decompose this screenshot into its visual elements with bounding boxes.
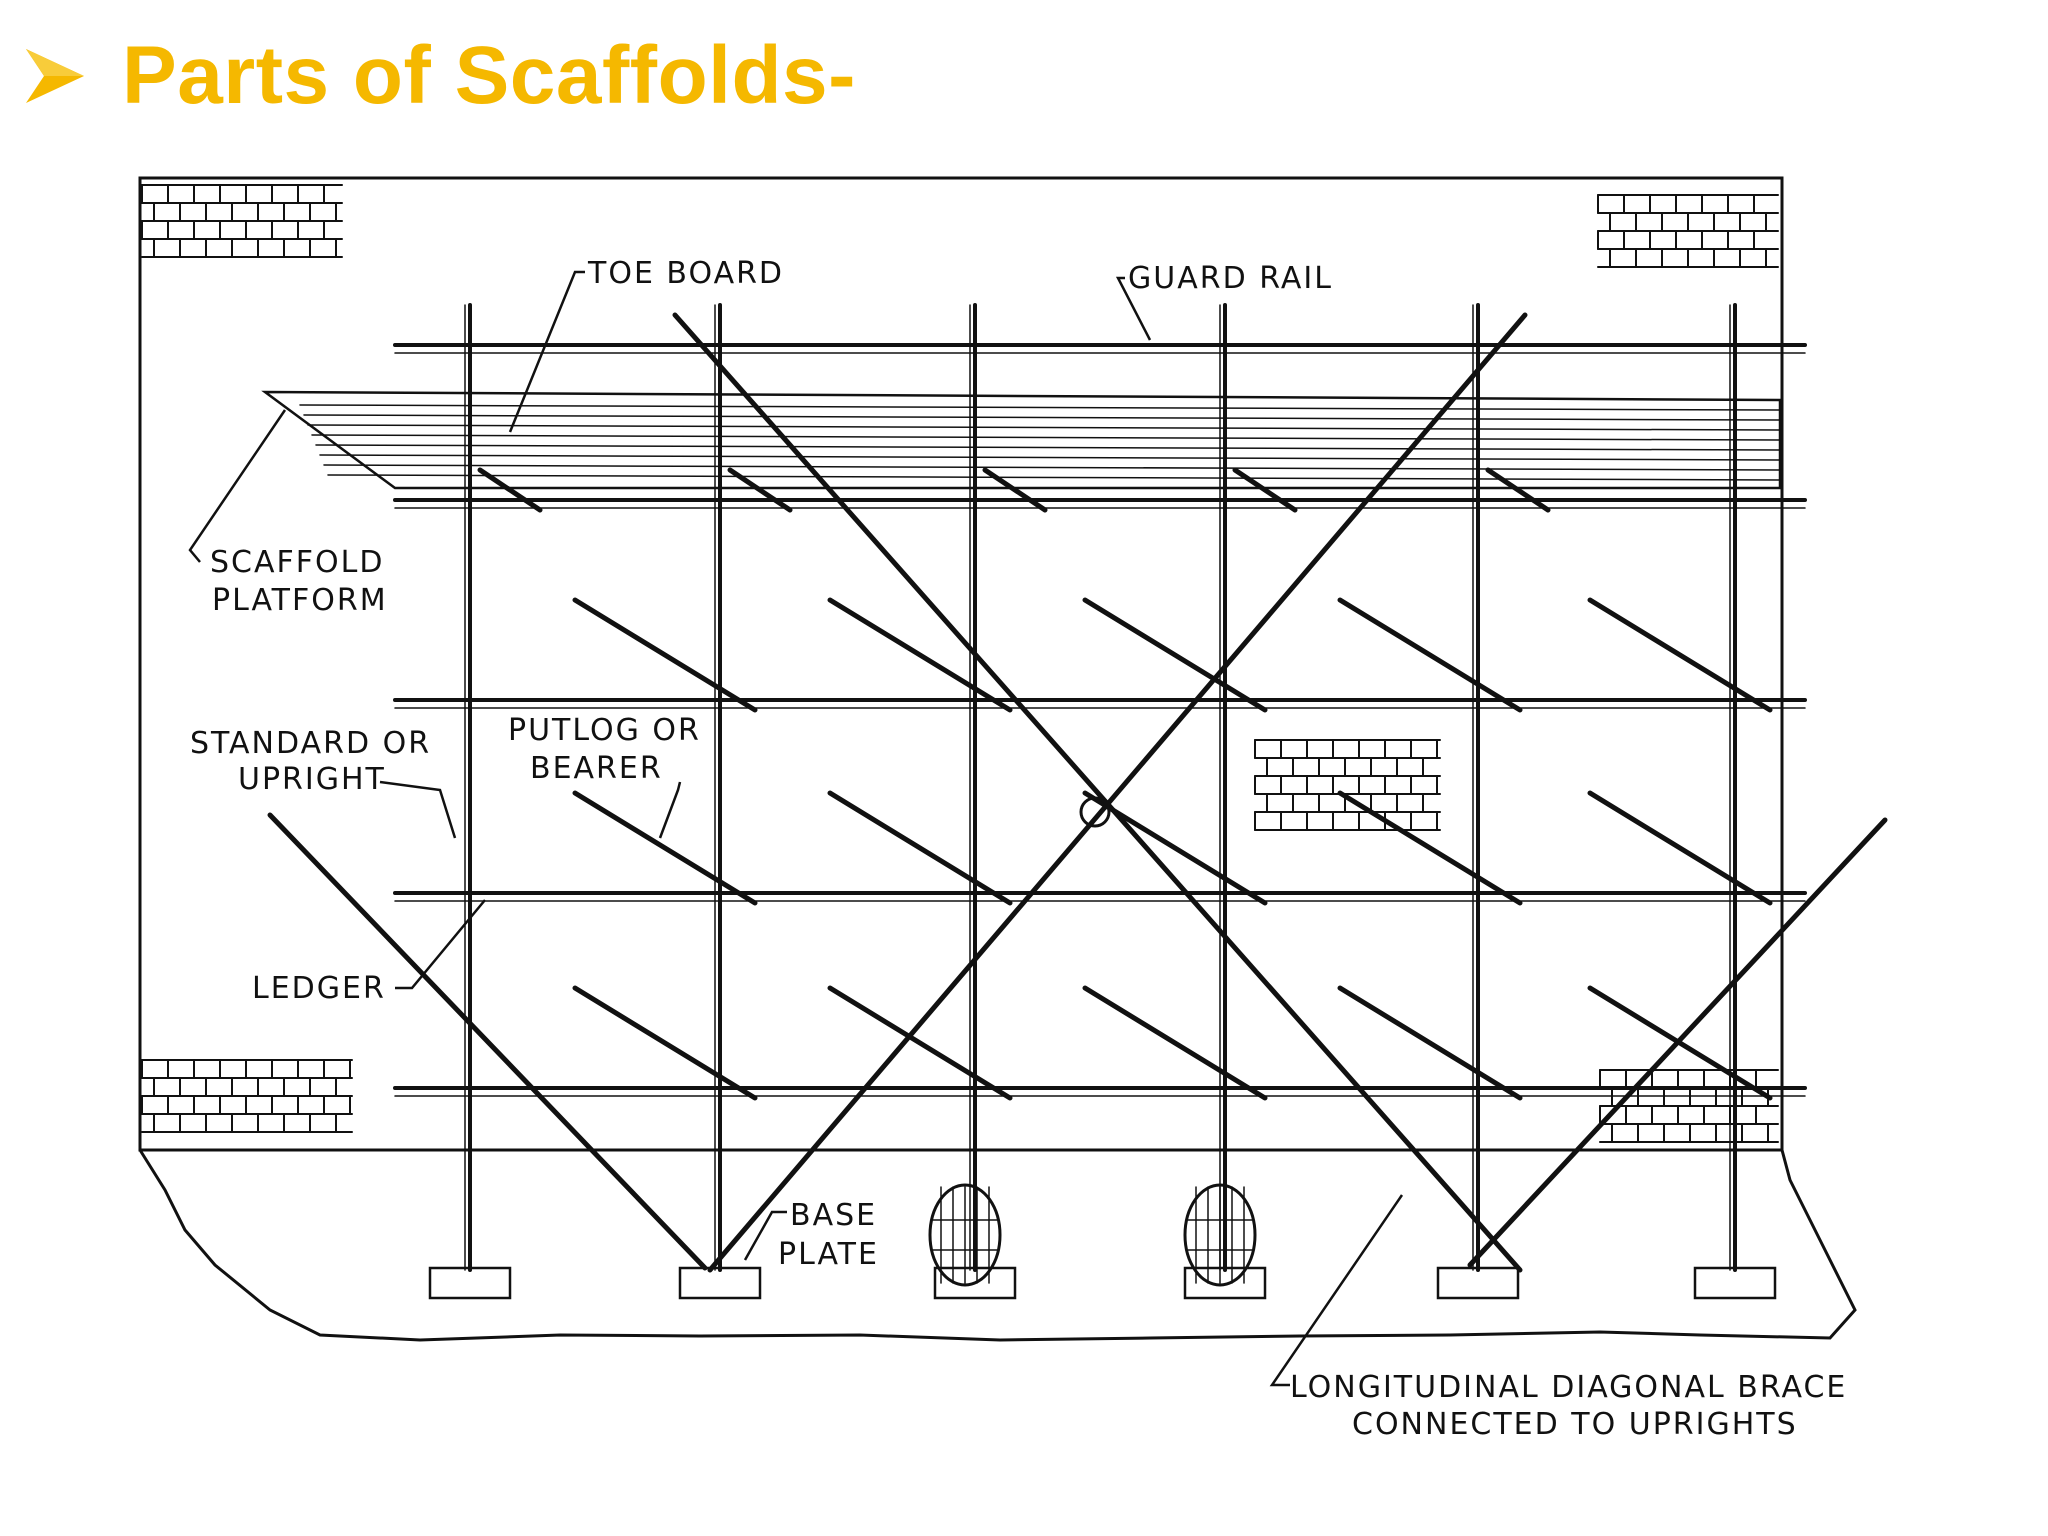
hanging-basket bbox=[928, 1183, 1002, 1287]
leader-lines bbox=[188, 270, 1404, 1387]
putlog-bearer bbox=[827, 597, 1013, 713]
putlog-bearer bbox=[1082, 985, 1268, 1101]
brick-patch-top-left bbox=[141, 184, 343, 258]
putlog-bearer bbox=[1337, 985, 1523, 1101]
base-plate bbox=[428, 1266, 512, 1300]
putlog-bearer bbox=[1587, 790, 1773, 906]
label-standard-line2: UPRIGHT bbox=[238, 762, 386, 797]
putlog-bearer-top bbox=[1485, 467, 1551, 513]
platform-plank bbox=[323, 464, 1781, 471]
putlog-bearer bbox=[827, 790, 1013, 906]
putlog-bearer bbox=[572, 985, 758, 1101]
base-plate bbox=[933, 1266, 1017, 1300]
putlog-bearer bbox=[1587, 597, 1773, 713]
brace-coupler bbox=[1079, 796, 1111, 828]
putlog-bearer-top bbox=[982, 467, 1048, 513]
platform-plank bbox=[307, 424, 1781, 431]
wall-outline bbox=[138, 176, 1784, 1152]
base-plate bbox=[1183, 1266, 1267, 1300]
slide-title-text: Parts of Scaffolds- bbox=[122, 30, 856, 121]
diagonal-brace-left bbox=[267, 812, 708, 1271]
putlog-bearer bbox=[1337, 790, 1523, 906]
label-putlog-line1: PUTLOG OR bbox=[508, 713, 701, 748]
scaffold-platform bbox=[261, 390, 1782, 490]
brick-patch-bottom-left bbox=[141, 1059, 353, 1133]
brick-patch-middle bbox=[1254, 739, 1441, 831]
platform-plank bbox=[327, 474, 1781, 481]
label-ledger: LEDGER bbox=[252, 971, 386, 1006]
label-putlog-line2: BEARER bbox=[530, 751, 663, 786]
putlog-bearer bbox=[572, 790, 758, 906]
label-standard-line1: STANDARD OR bbox=[190, 726, 431, 761]
platform-plank bbox=[303, 414, 1781, 421]
putlog-bearer-top bbox=[1232, 467, 1298, 513]
longitudinal-diagonal-brace bbox=[707, 312, 1528, 1273]
putlog-bearer bbox=[1082, 597, 1268, 713]
arrow-bullet-icon bbox=[26, 49, 84, 103]
label-base-plate-line2: PLATE bbox=[778, 1237, 879, 1272]
ground-line bbox=[138, 1148, 1857, 1342]
putlog-bearer bbox=[572, 597, 758, 713]
putlog-bearer bbox=[827, 985, 1013, 1101]
slide-title: Parts of Scaffolds- bbox=[22, 26, 856, 126]
putlog-bearer-top bbox=[727, 467, 793, 513]
base-plate bbox=[1693, 1266, 1777, 1300]
label-toe-board: TOE BOARD bbox=[587, 256, 784, 291]
label-base-plate-line1: BASE bbox=[790, 1198, 877, 1233]
diagonal-brace-right bbox=[1467, 817, 1888, 1268]
longitudinal-diagonal-brace bbox=[672, 312, 1523, 1273]
platform-plank bbox=[299, 404, 1781, 411]
label-longitudinal-brace-line2: CONNECTED TO UPRIGHTS bbox=[1352, 1407, 1798, 1442]
diagram-labels: TOE BOARD GUARD RAIL SCAFFOLD PLATFORM S… bbox=[190, 256, 1847, 1442]
label-scaffold-platform-line1: SCAFFOLD bbox=[210, 545, 384, 580]
label-guard-rail: GUARD RAIL bbox=[1128, 261, 1333, 296]
platform-plank bbox=[315, 444, 1781, 451]
putlog-bearer-top bbox=[477, 467, 543, 513]
platform-plank bbox=[311, 434, 1781, 441]
hanging-basket bbox=[1183, 1183, 1257, 1287]
base-plate bbox=[1436, 1266, 1520, 1300]
putlog-bearer bbox=[1337, 597, 1523, 713]
brick-patch-bottom-right bbox=[1599, 1069, 1779, 1143]
base-plate bbox=[678, 1266, 762, 1300]
platform-plank bbox=[319, 454, 1781, 461]
label-scaffold-platform-line2: PLATFORM bbox=[212, 583, 388, 618]
label-longitudinal-brace-line1: LONGITUDINAL DIAGONAL BRACE bbox=[1290, 1370, 1847, 1405]
brick-patch-top-right bbox=[1597, 194, 1779, 268]
